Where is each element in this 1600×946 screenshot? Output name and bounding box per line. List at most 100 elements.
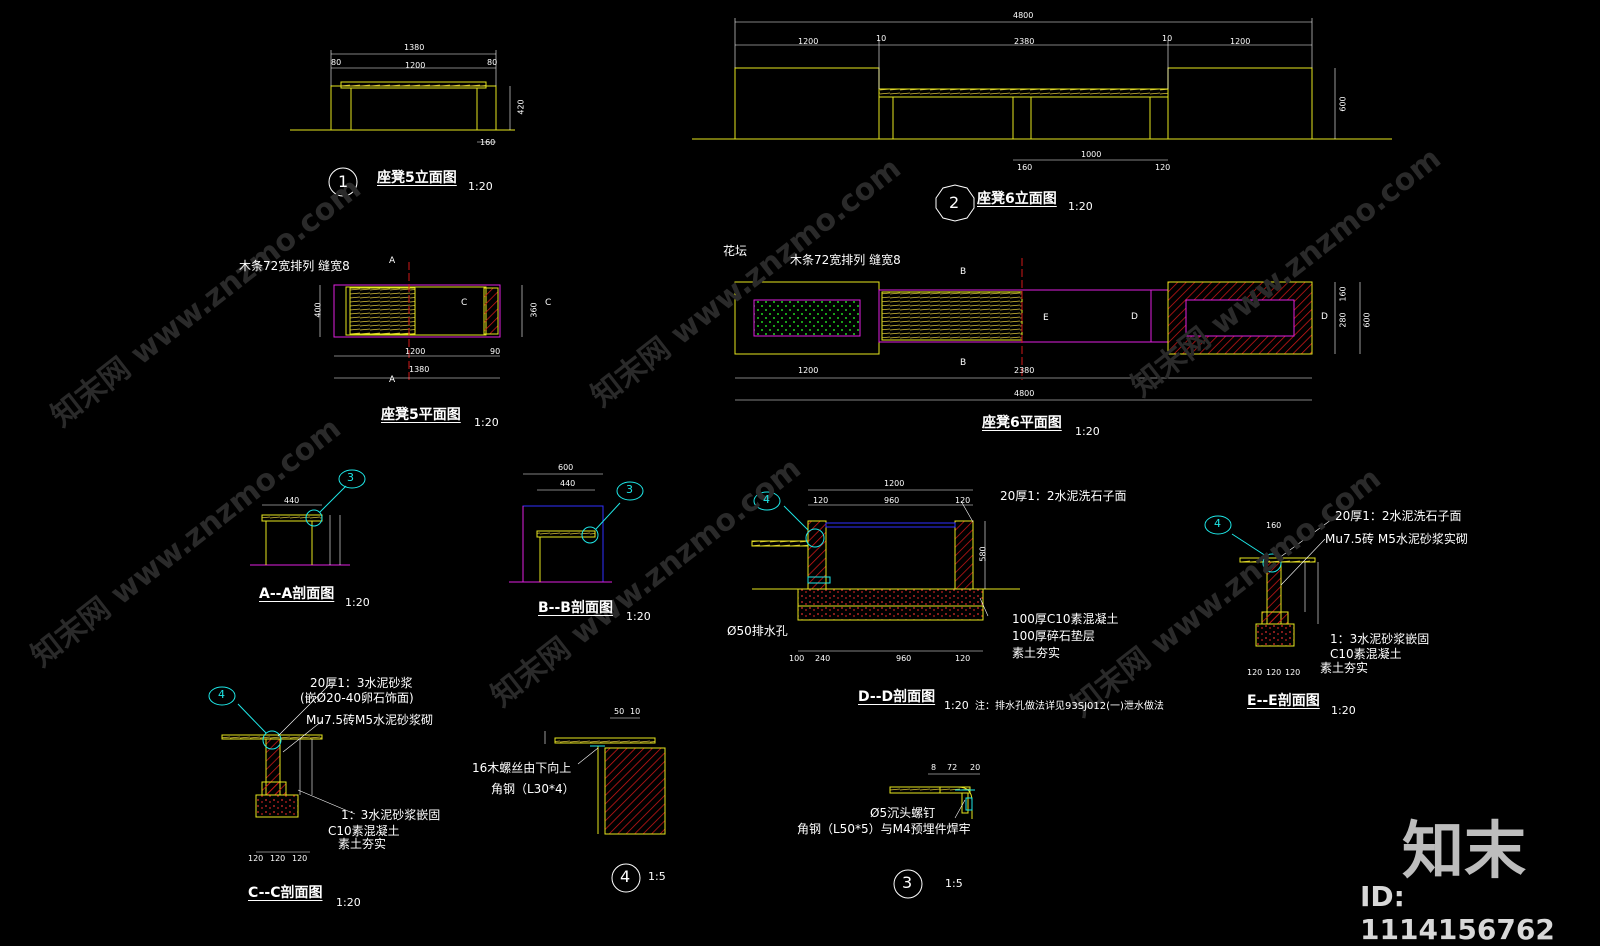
bench5-elevation	[290, 81, 515, 131]
dim-label: 1380	[404, 43, 425, 52]
section-cc	[221, 703, 323, 853]
dim-label: 160	[1266, 521, 1282, 530]
note-cc-brick: Mu7.5砖M5水泥砂浆砌	[306, 713, 434, 727]
bench5-plan	[333, 262, 501, 380]
note-soil: 素土夯实	[1012, 646, 1061, 660]
dim-label: 100	[789, 654, 805, 663]
note-cc-pebble: (嵌Ø20-40卵石饰面)	[300, 691, 414, 705]
bench6-plan-dims	[735, 282, 1361, 401]
note-drain-detail: 注：排水孔做法详见93SJ012(一)泄水做法	[975, 701, 1164, 712]
dim-label: 120	[1266, 668, 1282, 677]
dim-label: 440	[284, 496, 300, 505]
title-bench6-elevation: 座凳6立面图	[977, 191, 1057, 207]
dim-label: 2380	[1014, 366, 1035, 375]
note-angle-steel: 角钢（L30*4）	[491, 782, 575, 796]
section-mark-b: B	[960, 267, 967, 277]
callout-number: 4	[1214, 517, 1221, 530]
dim-label: 120	[955, 496, 971, 505]
section-mark-b: B	[960, 358, 967, 368]
dim-label: 120	[1155, 163, 1171, 172]
title-bench5-plan: 座凳5平面图	[381, 407, 461, 423]
title-section-aa: A--A剖面图	[259, 586, 335, 602]
dim-label: 4800	[1014, 389, 1035, 398]
scale-label: 1:20	[1075, 425, 1100, 438]
brand-logo-text: 知末	[1402, 814, 1527, 887]
note-mortar-fill: 1：3水泥砂浆嵌固	[341, 808, 441, 822]
scale-label: 1:20	[474, 416, 499, 429]
callout-number: 4	[218, 688, 225, 701]
section-aa	[250, 485, 350, 566]
note-drain-hole: Ø50排水孔	[727, 624, 788, 638]
scale-label: 1:5	[945, 877, 963, 890]
dim-label: 90	[490, 347, 501, 356]
marker-number: 4	[620, 867, 631, 886]
dim-label: 120	[248, 854, 264, 863]
scale-label: 1:20	[336, 896, 361, 909]
scale-label: 1:20	[626, 610, 651, 623]
section-dd	[751, 489, 1020, 652]
section-mark-a: A	[389, 375, 396, 385]
marker-circles	[328, 167, 975, 899]
scale-label: 1:5	[648, 870, 666, 883]
dim-label: 1200	[884, 479, 905, 488]
note-gravel: 100厚碎石垫层	[1012, 629, 1095, 643]
dim-label: 960	[896, 654, 912, 663]
dim-label: 600	[558, 463, 574, 472]
bench5-plan-dims	[319, 285, 523, 379]
note-wash-stone: 20厚1：2水泥洗石子面	[1335, 509, 1462, 523]
dim-label: 120	[813, 496, 829, 505]
section-mark-c: C	[545, 298, 552, 308]
callout-number: 3	[626, 483, 633, 496]
scale-label: 1:20	[1068, 200, 1093, 213]
dim-label: 160	[480, 138, 496, 147]
dim-label: 1200	[1230, 37, 1251, 46]
note-brick: Mu7.5砖 M5水泥砂浆实砌	[1325, 532, 1468, 546]
dim-label: 72	[947, 763, 958, 772]
note-wash-stone: 20厚1：2水泥洗石子面	[1000, 489, 1127, 503]
callout-number: 3	[347, 471, 354, 484]
section-bb	[509, 473, 621, 583]
dim-label: 580	[978, 546, 988, 562]
dim-label: 120	[1247, 668, 1263, 677]
note-angle-weld: 角钢（L50*5）与M4预埋件焊牢	[797, 822, 971, 836]
dim-label: 1200	[405, 61, 426, 70]
section-ee	[1231, 533, 1319, 647]
dim-label: 80	[487, 58, 498, 67]
scale-label: 1:20	[944, 699, 969, 712]
detail-4	[544, 717, 666, 835]
note-soil: 素土夯实	[1320, 661, 1369, 675]
bench5-elevation-dims	[330, 50, 511, 143]
title-section-cc: C--C剖面图	[248, 885, 323, 901]
note-c10: C10素混凝土	[1330, 647, 1402, 661]
note-countersunk: Ø5沉头螺钉	[870, 806, 936, 820]
title-section-dd: D--D剖面图	[858, 689, 936, 705]
marker-number: 2	[949, 193, 960, 212]
dim-label: 280	[1338, 312, 1348, 328]
note-c10: C10素混凝土	[328, 824, 400, 838]
leader-lines	[277, 500, 1336, 819]
bench6-elevation	[692, 67, 1392, 140]
section-mark-a: A	[389, 256, 396, 266]
dim-label: 360	[529, 302, 539, 318]
dim-label: 600	[1338, 96, 1348, 112]
marker-number: 3	[902, 873, 913, 892]
dim-label: 1200	[798, 37, 819, 46]
dim-label: 2380	[1014, 37, 1035, 46]
dim-label: 4800	[1013, 11, 1034, 20]
dim-label: 400	[313, 302, 323, 318]
scale-label: 1:20	[468, 180, 493, 193]
marker-number: 1	[338, 172, 349, 191]
note-soil: 素土夯实	[338, 837, 387, 851]
dim-label: 120	[270, 854, 286, 863]
dim-label: 420	[516, 99, 526, 115]
dim-label: 1000	[1081, 150, 1102, 159]
dim-label: 120	[955, 654, 971, 663]
dim-label: 10	[876, 34, 887, 43]
dim-label: 1200	[405, 347, 426, 356]
section-mark-d: D	[1321, 312, 1328, 322]
dim-label: 120	[1285, 668, 1301, 677]
title-section-bb: B--B剖面图	[538, 600, 613, 616]
section-mark-d: D	[1131, 312, 1138, 322]
title-section-ee: E--E剖面图	[1247, 693, 1320, 709]
